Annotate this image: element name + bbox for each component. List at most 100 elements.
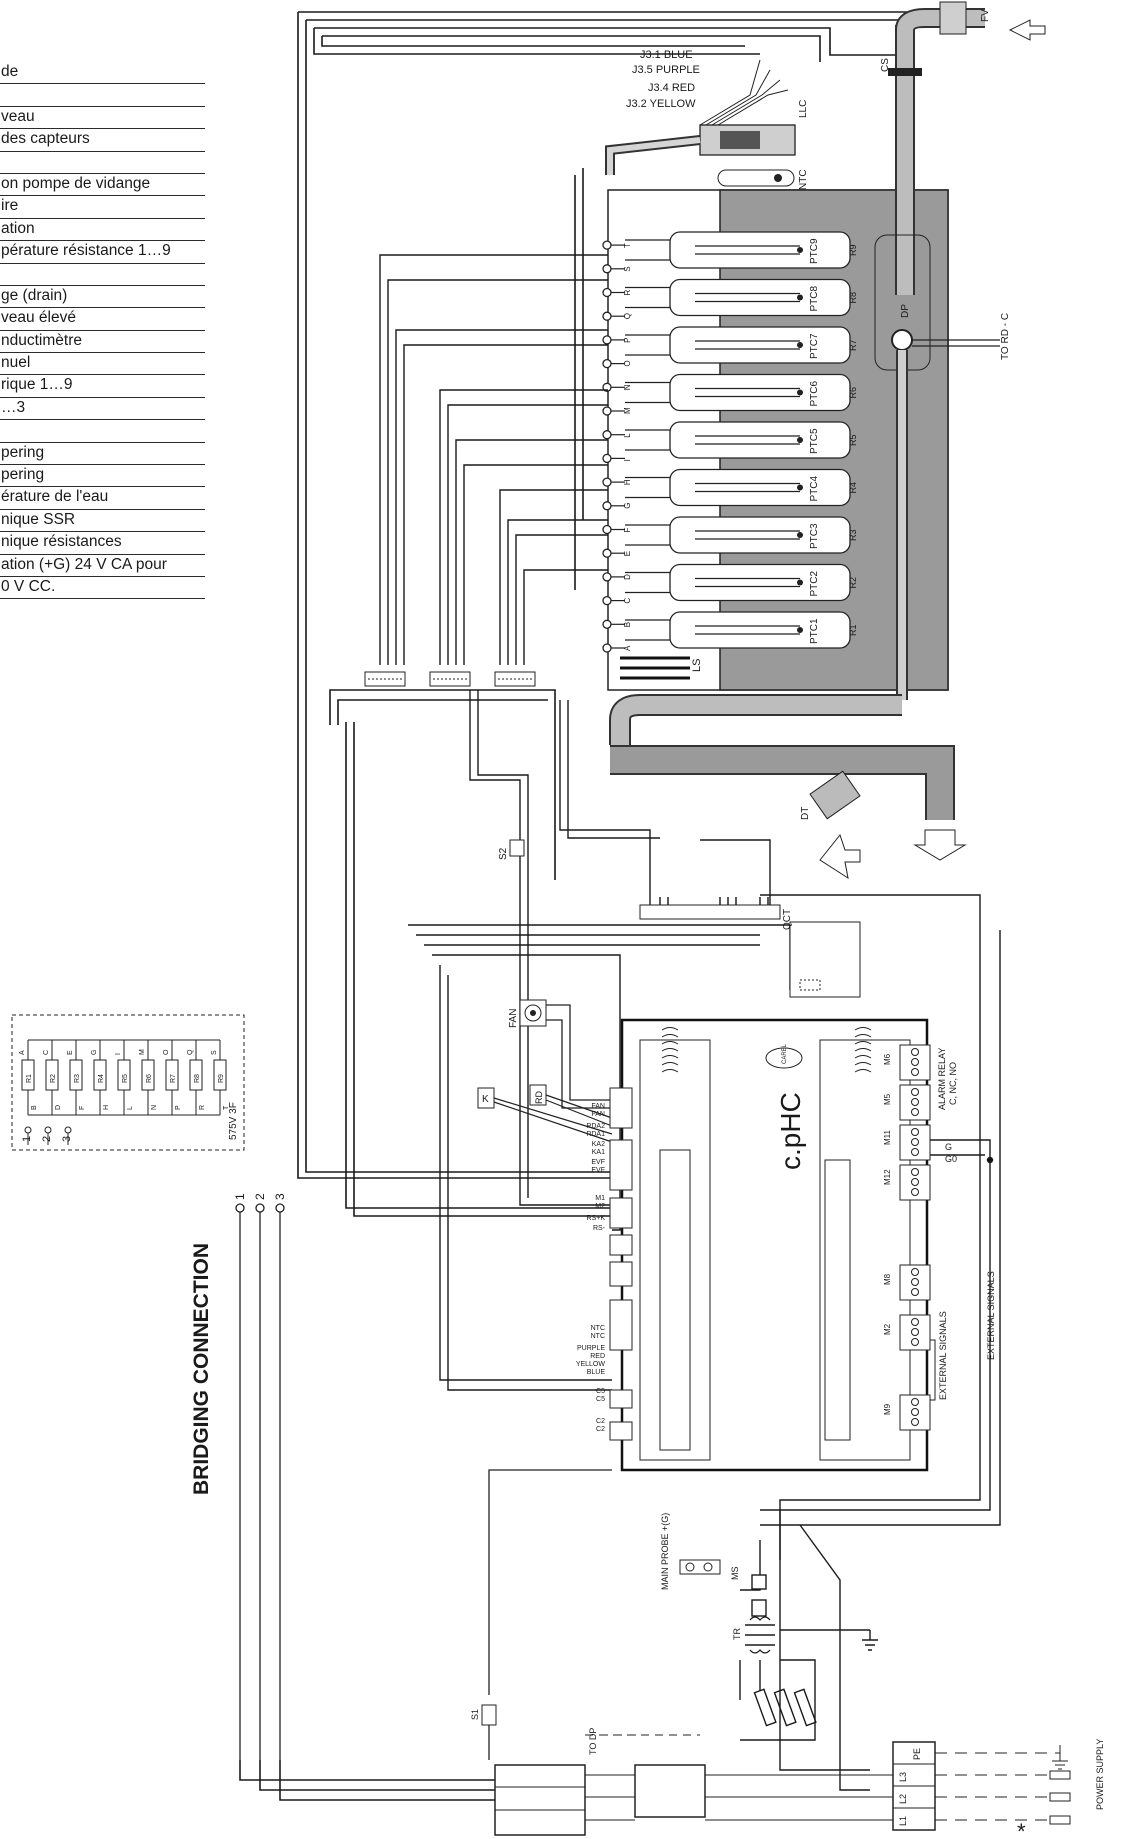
s2-thermostat xyxy=(509,839,525,857)
terminal: D xyxy=(602,572,632,582)
bridging-connection-title: BRIDGING CONNECTION xyxy=(190,1243,213,1495)
bridge-num-3: 3 xyxy=(273,1193,287,1200)
bottom-ssr xyxy=(481,1469,1071,1836)
connector-label: M5 xyxy=(883,1093,892,1105)
ptc-connectors xyxy=(364,671,536,687)
l3-label: L3 xyxy=(898,1772,908,1782)
terminal-letter: R xyxy=(623,290,632,296)
mini-letter: N xyxy=(151,1105,158,1110)
alarm-relay-label: ALARM RELAY xyxy=(937,1048,947,1110)
terminal: B xyxy=(602,619,632,629)
terminal: Q xyxy=(602,311,632,321)
terminal: M xyxy=(602,406,632,416)
ntc-label: NTC xyxy=(798,169,809,190)
fan-unit xyxy=(519,999,612,1109)
connector-label: M12 xyxy=(883,1169,892,1185)
fan-label: FAN xyxy=(508,1009,519,1028)
ptc-label: PTC3 xyxy=(809,523,820,549)
terminal: E xyxy=(602,548,632,558)
mini-resistor-label: R5 xyxy=(122,1074,129,1083)
right-bus xyxy=(760,930,1001,1526)
bridge-num-2: 2 xyxy=(253,1193,267,1200)
mini-letter: C xyxy=(43,1050,50,1055)
legend-row: nique résistances xyxy=(0,532,205,555)
s2-label: S2 xyxy=(498,847,509,860)
legend-row: ation xyxy=(0,219,205,242)
terminal-letter: I xyxy=(623,459,632,461)
mini-resistor-label: R3 xyxy=(74,1074,81,1083)
ptc-label: PTC8 xyxy=(809,286,820,312)
mini-resistor-label: R6 xyxy=(146,1074,153,1083)
l2-label: L2 xyxy=(898,1794,908,1804)
terminal-letter: H xyxy=(623,479,632,485)
controller-pin-label: RS+K xyxy=(587,1215,606,1222)
asterisk-label: * xyxy=(1017,1819,1026,1839)
legend-row xyxy=(0,152,205,174)
mini-letter: E xyxy=(67,1050,74,1055)
controller-pin-label: RED xyxy=(590,1353,605,1360)
mini-letter: D xyxy=(55,1105,62,1110)
legend-row: ation (+G) 24 V CA pour xyxy=(0,555,205,577)
legend-row: …3 xyxy=(0,398,205,421)
mini-resistor-label: R4 xyxy=(98,1074,105,1083)
mini-num-1: 1 xyxy=(21,1136,33,1142)
mini-letter: S xyxy=(211,1050,218,1055)
terminal-letter: B xyxy=(623,622,632,627)
controller-pin-label: C2 xyxy=(596,1426,605,1433)
main-probe xyxy=(679,1559,721,1575)
terminal: L xyxy=(602,430,632,440)
mini-letter: M xyxy=(139,1049,146,1055)
legend-row: nductimètre xyxy=(0,331,205,354)
terminal-letter: D xyxy=(623,574,632,580)
legend-row: on pompe de vidange xyxy=(0,174,205,197)
wire-red-label: J3.4 RED xyxy=(648,82,695,94)
ptc-label: PTC1 xyxy=(809,618,820,644)
terminal-letter: S xyxy=(623,266,632,271)
ptc-label: PTC4 xyxy=(809,476,820,502)
legend-row: ge (drain) xyxy=(0,286,205,309)
controller-pin-label: EVF xyxy=(591,1159,605,1166)
legend-row: pérature résistance 1…9 xyxy=(0,241,205,264)
mini-resistor-label: R2 xyxy=(50,1074,57,1083)
level-sensor xyxy=(620,656,690,680)
mini-num-3: 3 xyxy=(61,1136,73,1142)
terminal: C xyxy=(602,595,632,606)
terminal-letter: C xyxy=(623,598,632,604)
terminal-letter: A xyxy=(623,645,632,651)
ptc-label: PTC9 xyxy=(809,238,820,264)
terminal: A xyxy=(602,643,632,653)
transformer-section xyxy=(739,1510,878,1791)
resistor-label: R5 xyxy=(848,434,858,446)
controller-pin-label: RDA1 xyxy=(586,1131,605,1138)
terminal-letter: P xyxy=(623,338,632,343)
bridging-terminals xyxy=(235,1203,285,1760)
terminal: G xyxy=(602,501,632,511)
bridge-num-1: 1 xyxy=(233,1193,247,1200)
power-supply-label: POWER SUPPLY xyxy=(1095,1739,1105,1810)
controller-label: c.pHC xyxy=(775,1092,806,1170)
ptc-harness xyxy=(379,254,608,665)
legend-row: 0 V CC. xyxy=(0,577,205,600)
ptc-label: PTC5 xyxy=(809,428,820,454)
controller-pin-label: M2 xyxy=(595,1203,605,1210)
s1-label: S1 xyxy=(470,1709,480,1720)
controller-pin-label: FAN xyxy=(591,1103,605,1110)
to-rd-label: TO RD - C xyxy=(1000,313,1011,360)
mini-letter: L xyxy=(127,1106,134,1110)
controller-pin-label: YELLOW xyxy=(576,1361,606,1368)
mini-letter: A xyxy=(19,1050,26,1055)
controller-board xyxy=(609,1018,929,1472)
controller-pin-label: KA2 xyxy=(592,1141,605,1148)
mini-resistor-label: R7 xyxy=(170,1074,177,1083)
legend-row: pering xyxy=(0,465,205,488)
wire-purple-label: J3.5 PURPLE xyxy=(632,64,700,76)
ls-label: LS xyxy=(691,659,703,672)
